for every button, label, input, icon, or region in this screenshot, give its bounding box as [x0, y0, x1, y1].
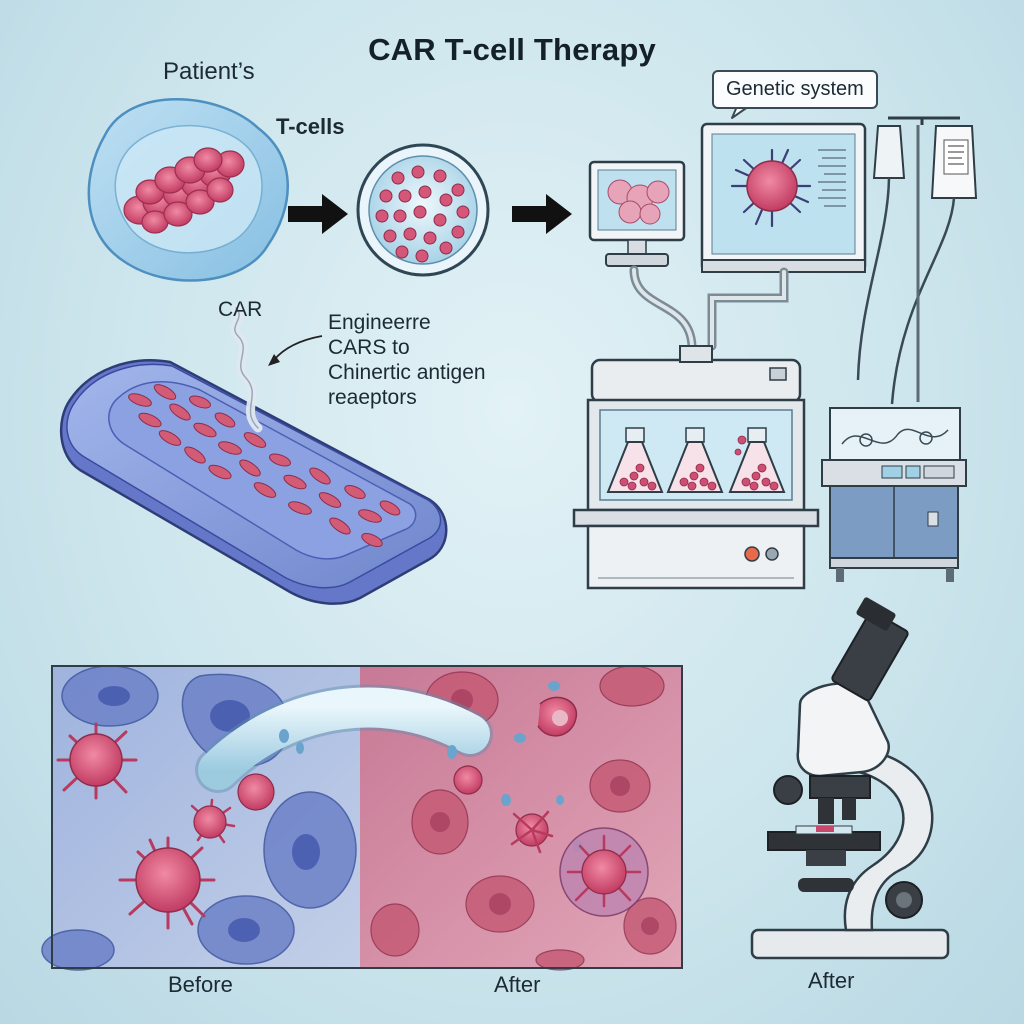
large-monitor	[700, 122, 867, 273]
patient-label: Patient’s	[163, 58, 255, 85]
dish-cells	[375, 165, 470, 263]
engineered-t-cells	[128, 384, 401, 547]
annotation-line: CARS to	[328, 336, 410, 359]
connecting-pipes	[629, 265, 789, 351]
engineer-car-annotation: Engineerre CARS to Chinertic antigen rea…	[328, 310, 568, 410]
diagram-title: CAR T-cell Therapy	[368, 32, 656, 67]
before-label: Before	[168, 972, 233, 997]
car-label: CAR	[218, 298, 263, 321]
t-cells-label: T-cells	[276, 114, 345, 139]
genetic-system-callout: Genetic system	[712, 70, 878, 109]
annotation-line: Engineerre	[328, 311, 431, 334]
iv-bags	[856, 116, 978, 405]
after-panel-label: After	[494, 972, 541, 997]
annotation-line: Chinertic antigen	[328, 361, 486, 384]
annotation-line: reaeptors	[328, 386, 417, 409]
arrow-right-icon	[288, 194, 348, 234]
small-monitor	[588, 160, 686, 267]
microscope-icon	[750, 597, 950, 960]
after-microscope-label: After	[808, 968, 855, 993]
t-cell-cluster	[123, 147, 245, 234]
before-after-panel	[41, 665, 683, 971]
incubator-cart	[821, 407, 967, 582]
arrow-right-icon	[512, 194, 572, 234]
culture-flasks	[606, 427, 786, 493]
pointer-arrow-icon	[273, 335, 323, 361]
